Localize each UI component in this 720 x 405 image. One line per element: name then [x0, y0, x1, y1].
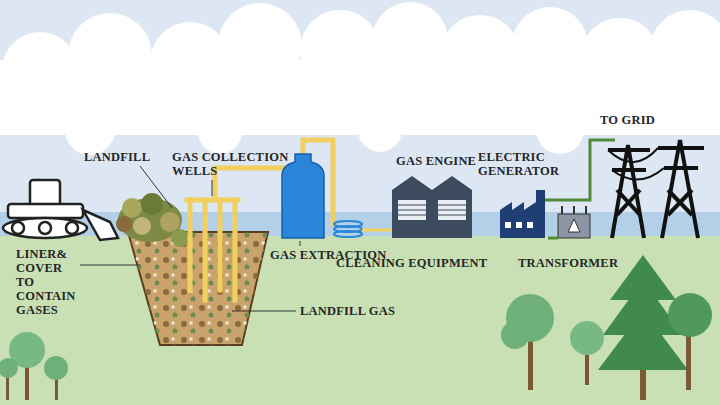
part-label: ELECTRIC GENERATOR	[478, 150, 568, 178]
gas-extraction-tank	[282, 154, 324, 238]
power-towers	[608, 140, 704, 238]
leader-lines	[80, 166, 300, 311]
ground	[0, 236, 720, 405]
part-label: CLEANING EQUIPMENT	[336, 256, 487, 270]
part-label: GAS ENGINE	[396, 154, 476, 168]
waste-texture	[128, 232, 268, 345]
part-label: GAS COLLECTION WELLS	[172, 150, 290, 178]
part-label: TO GRID	[600, 113, 655, 127]
waste-pile	[116, 193, 189, 247]
part-label: TRANSFORMER	[518, 256, 618, 270]
part-label: LINER& COVER TO CONTAIN GASES	[16, 247, 82, 317]
transformer	[558, 206, 590, 238]
cleaning-equipment	[334, 221, 392, 237]
trees	[0, 255, 712, 400]
part-label: LANDFILL	[84, 150, 150, 164]
bulldozer	[3, 180, 118, 240]
electric-generator	[500, 190, 545, 238]
clouds	[0, 2, 720, 155]
part-label: LANDFILL GAS	[300, 304, 395, 318]
landfill-pit	[128, 232, 268, 345]
grid-wire	[545, 140, 615, 238]
gas-engine	[392, 176, 472, 238]
